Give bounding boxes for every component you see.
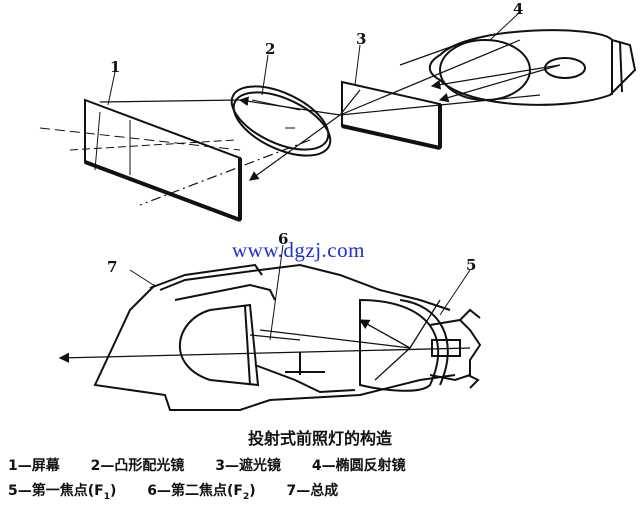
legend-item-3: 3—遮光镜 — [215, 458, 281, 474]
legend-item-7: 7—总成 — [286, 483, 339, 499]
legend-row-1: 1—屏幕 2—凸形配光镜 3—遮光镜 4—椭圆反射镜 — [8, 455, 432, 475]
legend-item-5: 5—第一焦点(F1) — [8, 483, 117, 502]
light-shield — [341, 80, 442, 150]
label-6: 6 — [278, 230, 289, 248]
label-5: 5 — [466, 256, 477, 274]
headlight-assembly — [93, 263, 482, 411]
label-2: 2 — [265, 40, 276, 58]
legend-item-6-close: ) — [249, 483, 256, 499]
legend-item-5-sub: 1 — [103, 491, 110, 502]
legend-row-2: 5—第一焦点(F1) 6—第二焦点(F2) 7—总成 — [8, 480, 364, 502]
legend-item-2: 2—凸形配光镜 — [90, 458, 185, 474]
label-3: 3 — [356, 30, 367, 48]
legend-item-5-text: 5—第一焦点(F — [8, 483, 104, 499]
screen-plate — [84, 98, 242, 222]
label-7: 7 — [107, 258, 118, 276]
label-1: 1 — [110, 58, 121, 76]
legend-item-6: 6—第二焦点(F2) — [147, 483, 256, 502]
watermark-url: www.dgzj.com — [232, 238, 365, 262]
legend-item-4: 4—椭圆反射镜 — [311, 458, 406, 474]
label-4: 4 — [513, 0, 524, 18]
legend-item-5-close: ) — [109, 483, 117, 499]
legend-item-1: 1—屏幕 — [8, 458, 60, 474]
legend-item-6-text: 6—第二焦点(F — [147, 483, 243, 499]
figure-caption: 投射式前照灯的构造 — [247, 429, 392, 448]
ellipsoidal-reflector — [428, 29, 637, 106]
legend-item-6-sub: 2 — [242, 491, 250, 502]
convex-lens — [230, 85, 332, 157]
